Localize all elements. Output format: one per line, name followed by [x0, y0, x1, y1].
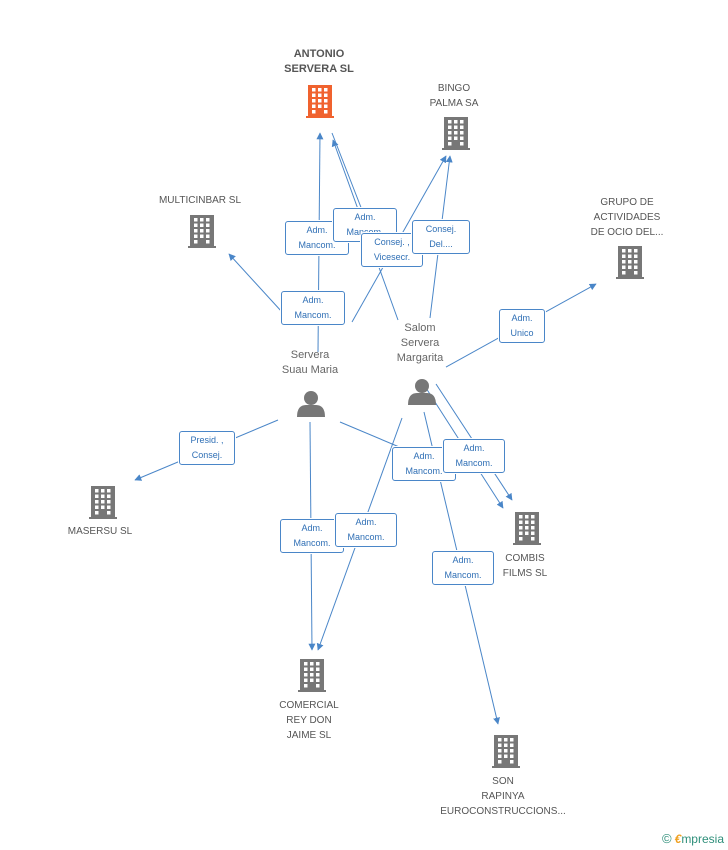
edge-line	[331, 132, 363, 211]
brand-logo-e: €	[674, 832, 682, 846]
node-label-multicinbar[interactable]: MULTICINBAR SL	[158, 195, 242, 206]
brand-logo-text: mpresia	[681, 832, 724, 846]
edge-label-adm-mancom[interactable]: Adm. Mancom.	[443, 439, 505, 473]
icons-layer	[89, 85, 644, 768]
node-label-comercial-rey[interactable]: COMERCIAL REY DON JAIME SL	[279, 700, 339, 741]
building-icon[interactable]	[442, 117, 470, 150]
person-icon[interactable]	[297, 391, 325, 417]
node-label-salom-servera[interactable]: Salom Servera Margarita	[396, 322, 444, 364]
person-icon[interactable]	[408, 379, 436, 405]
building-icon[interactable]	[188, 215, 216, 248]
footer-brand: ©€mpresia	[662, 831, 724, 846]
edge-label-adm-mancom[interactable]: Adm. Mancom.	[432, 551, 494, 585]
node-label-bingo-palma[interactable]: BINGO PALMA SA	[429, 83, 479, 109]
building-icon[interactable]	[492, 735, 520, 768]
node-label-son-rapinya[interactable]: SON RAPINYA EUROCONSTRUCCIONS...	[440, 776, 566, 817]
edge-line	[339, 421, 405, 450]
building-icon[interactable]	[513, 512, 541, 545]
edge-label-adm-unico[interactable]: Adm. Unico	[499, 309, 545, 343]
node-label-masersu[interactable]: MASERSU SL	[67, 526, 133, 537]
edge-line	[228, 253, 283, 313]
node-label-servera-suau[interactable]: Servera Suau Maria	[281, 349, 339, 376]
edge-label-adm-mancom[interactable]: Adm. Mancom.	[335, 513, 397, 547]
copyright-icon: ©	[662, 831, 672, 846]
edge-label-presid-consej[interactable]: Presid. , Consej.	[179, 431, 235, 465]
edge-label-consej-del[interactable]: Consej. Del....	[412, 220, 470, 254]
node-label-grupo-actividades[interactable]: GRUPO DE ACTIVIDADES DE OCIO DEL...	[590, 197, 664, 238]
edge-label-adm-mancom[interactable]: Adm. Mancom.	[280, 519, 344, 553]
building-icon[interactable]	[89, 486, 117, 519]
building-icon[interactable]	[306, 85, 334, 118]
node-label-antonio-servera[interactable]: ANTONIO SERVERA SL	[284, 48, 354, 75]
node-label-combis-films[interactable]: COMBIS FILMS SL	[502, 553, 548, 579]
edge-label-adm-mancom[interactable]: Adm. Mancom.	[281, 291, 345, 325]
building-icon[interactable]	[616, 246, 644, 279]
building-icon[interactable]	[298, 659, 326, 692]
